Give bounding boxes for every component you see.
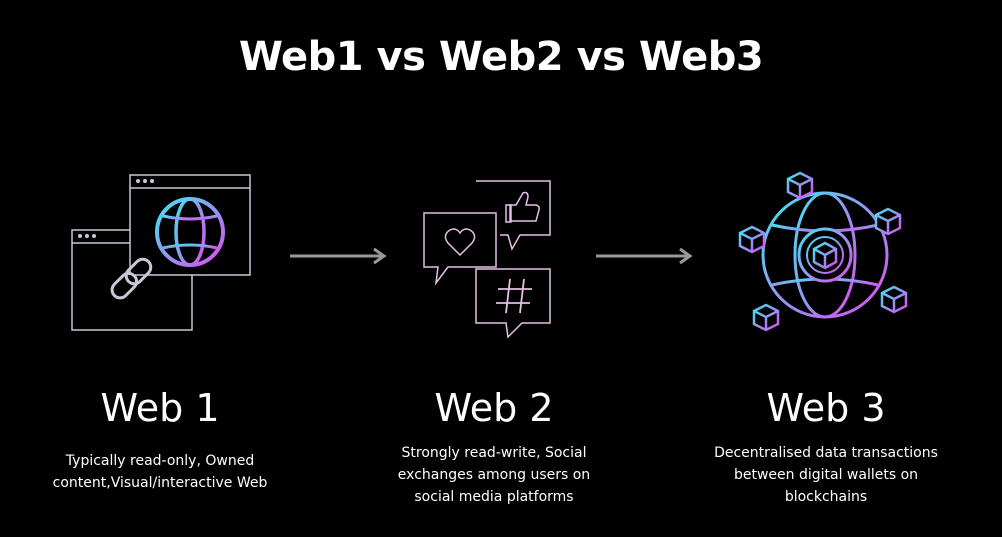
web1-heading: Web 1 — [100, 386, 220, 430]
description-line: between digital wallets on — [733, 467, 919, 483]
social-chat-bubbles-icon — [423, 180, 551, 339]
linked-browser-windows-globe-icon — [71, 174, 251, 331]
description-line: exchanges among users on — [397, 467, 591, 483]
web2-description: Strongly read-write, Social exchanges am… — [344, 442, 644, 508]
web3-description: Decentralised data transactions between … — [676, 442, 976, 508]
description-line: Typically read-only, Owned — [65, 453, 255, 469]
page-title: Web1 vs Web2 vs Web3 — [238, 34, 764, 80]
description-line: Strongly read-write, Social — [401, 445, 587, 461]
blockchain-globe-icon — [738, 171, 908, 332]
web2-heading: Web 2 — [434, 386, 554, 430]
description-line: blockchains — [784, 489, 868, 505]
web1-description: Typically read-only, Owned content,Visua… — [10, 450, 310, 494]
description-line: Decentralised data transactions — [714, 445, 938, 461]
arrow-right-icon — [596, 247, 693, 265]
web3-heading: Web 3 — [766, 386, 886, 430]
description-line: content,Visual/interactive Web — [52, 475, 268, 491]
arrow-right-icon — [290, 247, 387, 265]
description-line: social media platforms — [414, 489, 574, 505]
